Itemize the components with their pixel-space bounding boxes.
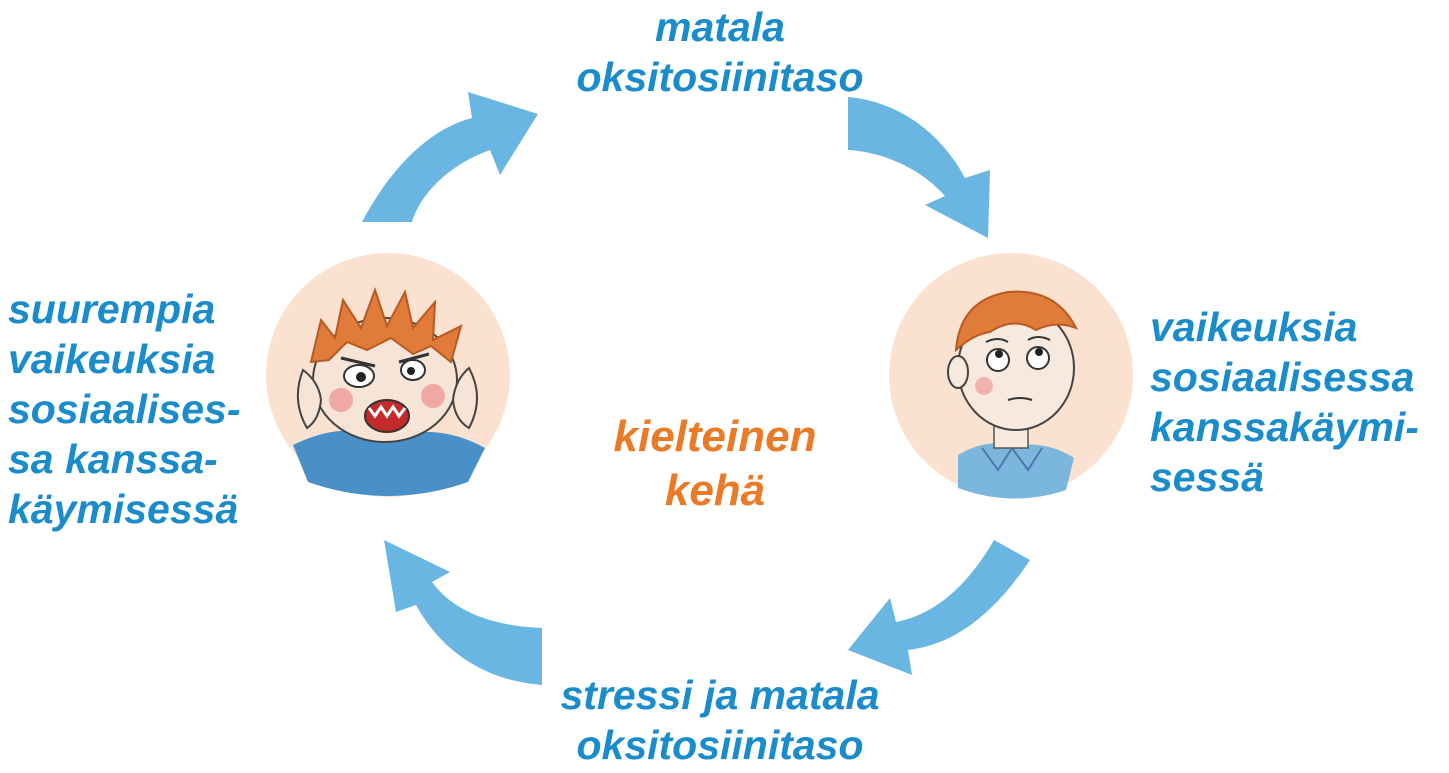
left-pupil <box>995 350 1003 358</box>
arrow-top-to-right <box>848 97 990 238</box>
angry-child-portrait <box>266 253 510 497</box>
label-line: oksitosiinitaso <box>576 722 864 768</box>
label-line: oksitosiinitaso <box>576 54 864 100</box>
node-label-right: vaikeuksia sosiaalisessa kanssakäymi- se… <box>1150 302 1419 502</box>
teeth <box>367 404 407 419</box>
cheek <box>975 377 993 395</box>
hair <box>954 290 1079 353</box>
label-line: suurempia <box>8 286 216 332</box>
right-cheek <box>421 384 445 408</box>
mouth <box>1007 397 1033 401</box>
label-line: vaikeuksia <box>1150 304 1358 350</box>
label-line: stressi ja matala <box>560 672 880 718</box>
node-label-top: matala oksitosiinitaso <box>500 2 940 102</box>
shirt <box>293 430 485 496</box>
left-pupil <box>356 372 366 382</box>
label-line: kanssakäymi- <box>1150 404 1419 450</box>
left-cheek <box>329 388 353 412</box>
node-label-left: suurempia vaikeuksia sosiaalises- sa kan… <box>8 284 241 534</box>
arrow-bottom-to-left <box>384 540 542 685</box>
right-eye <box>1026 346 1050 370</box>
arrow-left-to-top <box>362 92 538 222</box>
center-label: kielteinen kehä <box>560 410 870 518</box>
node-label-bottom: stressi ja matala oksitosiinitaso <box>480 670 960 770</box>
worried-child-portrait <box>889 253 1133 499</box>
arrow-right-to-bottom <box>848 540 1030 675</box>
left-eye <box>986 348 1010 372</box>
label-line: vaikeuksia <box>8 336 216 382</box>
label-line: matala <box>655 4 785 50</box>
label-line: sosiaalises- <box>8 386 241 432</box>
worried-brows <box>985 336 1051 343</box>
label-line: käymisessä <box>8 486 239 532</box>
label-line: sa kanssa- <box>8 436 218 482</box>
ear <box>947 355 969 389</box>
label-line: sessä <box>1150 454 1265 500</box>
center-label-line: kehä <box>664 466 766 515</box>
hair <box>309 286 463 364</box>
angry-brows <box>340 352 430 368</box>
left-hand <box>296 368 323 430</box>
right-pupil <box>407 367 415 375</box>
right-hand <box>451 366 478 430</box>
right-pupil <box>1035 348 1043 356</box>
label-line: sosiaalisessa <box>1150 354 1415 400</box>
shirt <box>958 443 1074 499</box>
center-label-line: kielteinen <box>613 412 817 461</box>
